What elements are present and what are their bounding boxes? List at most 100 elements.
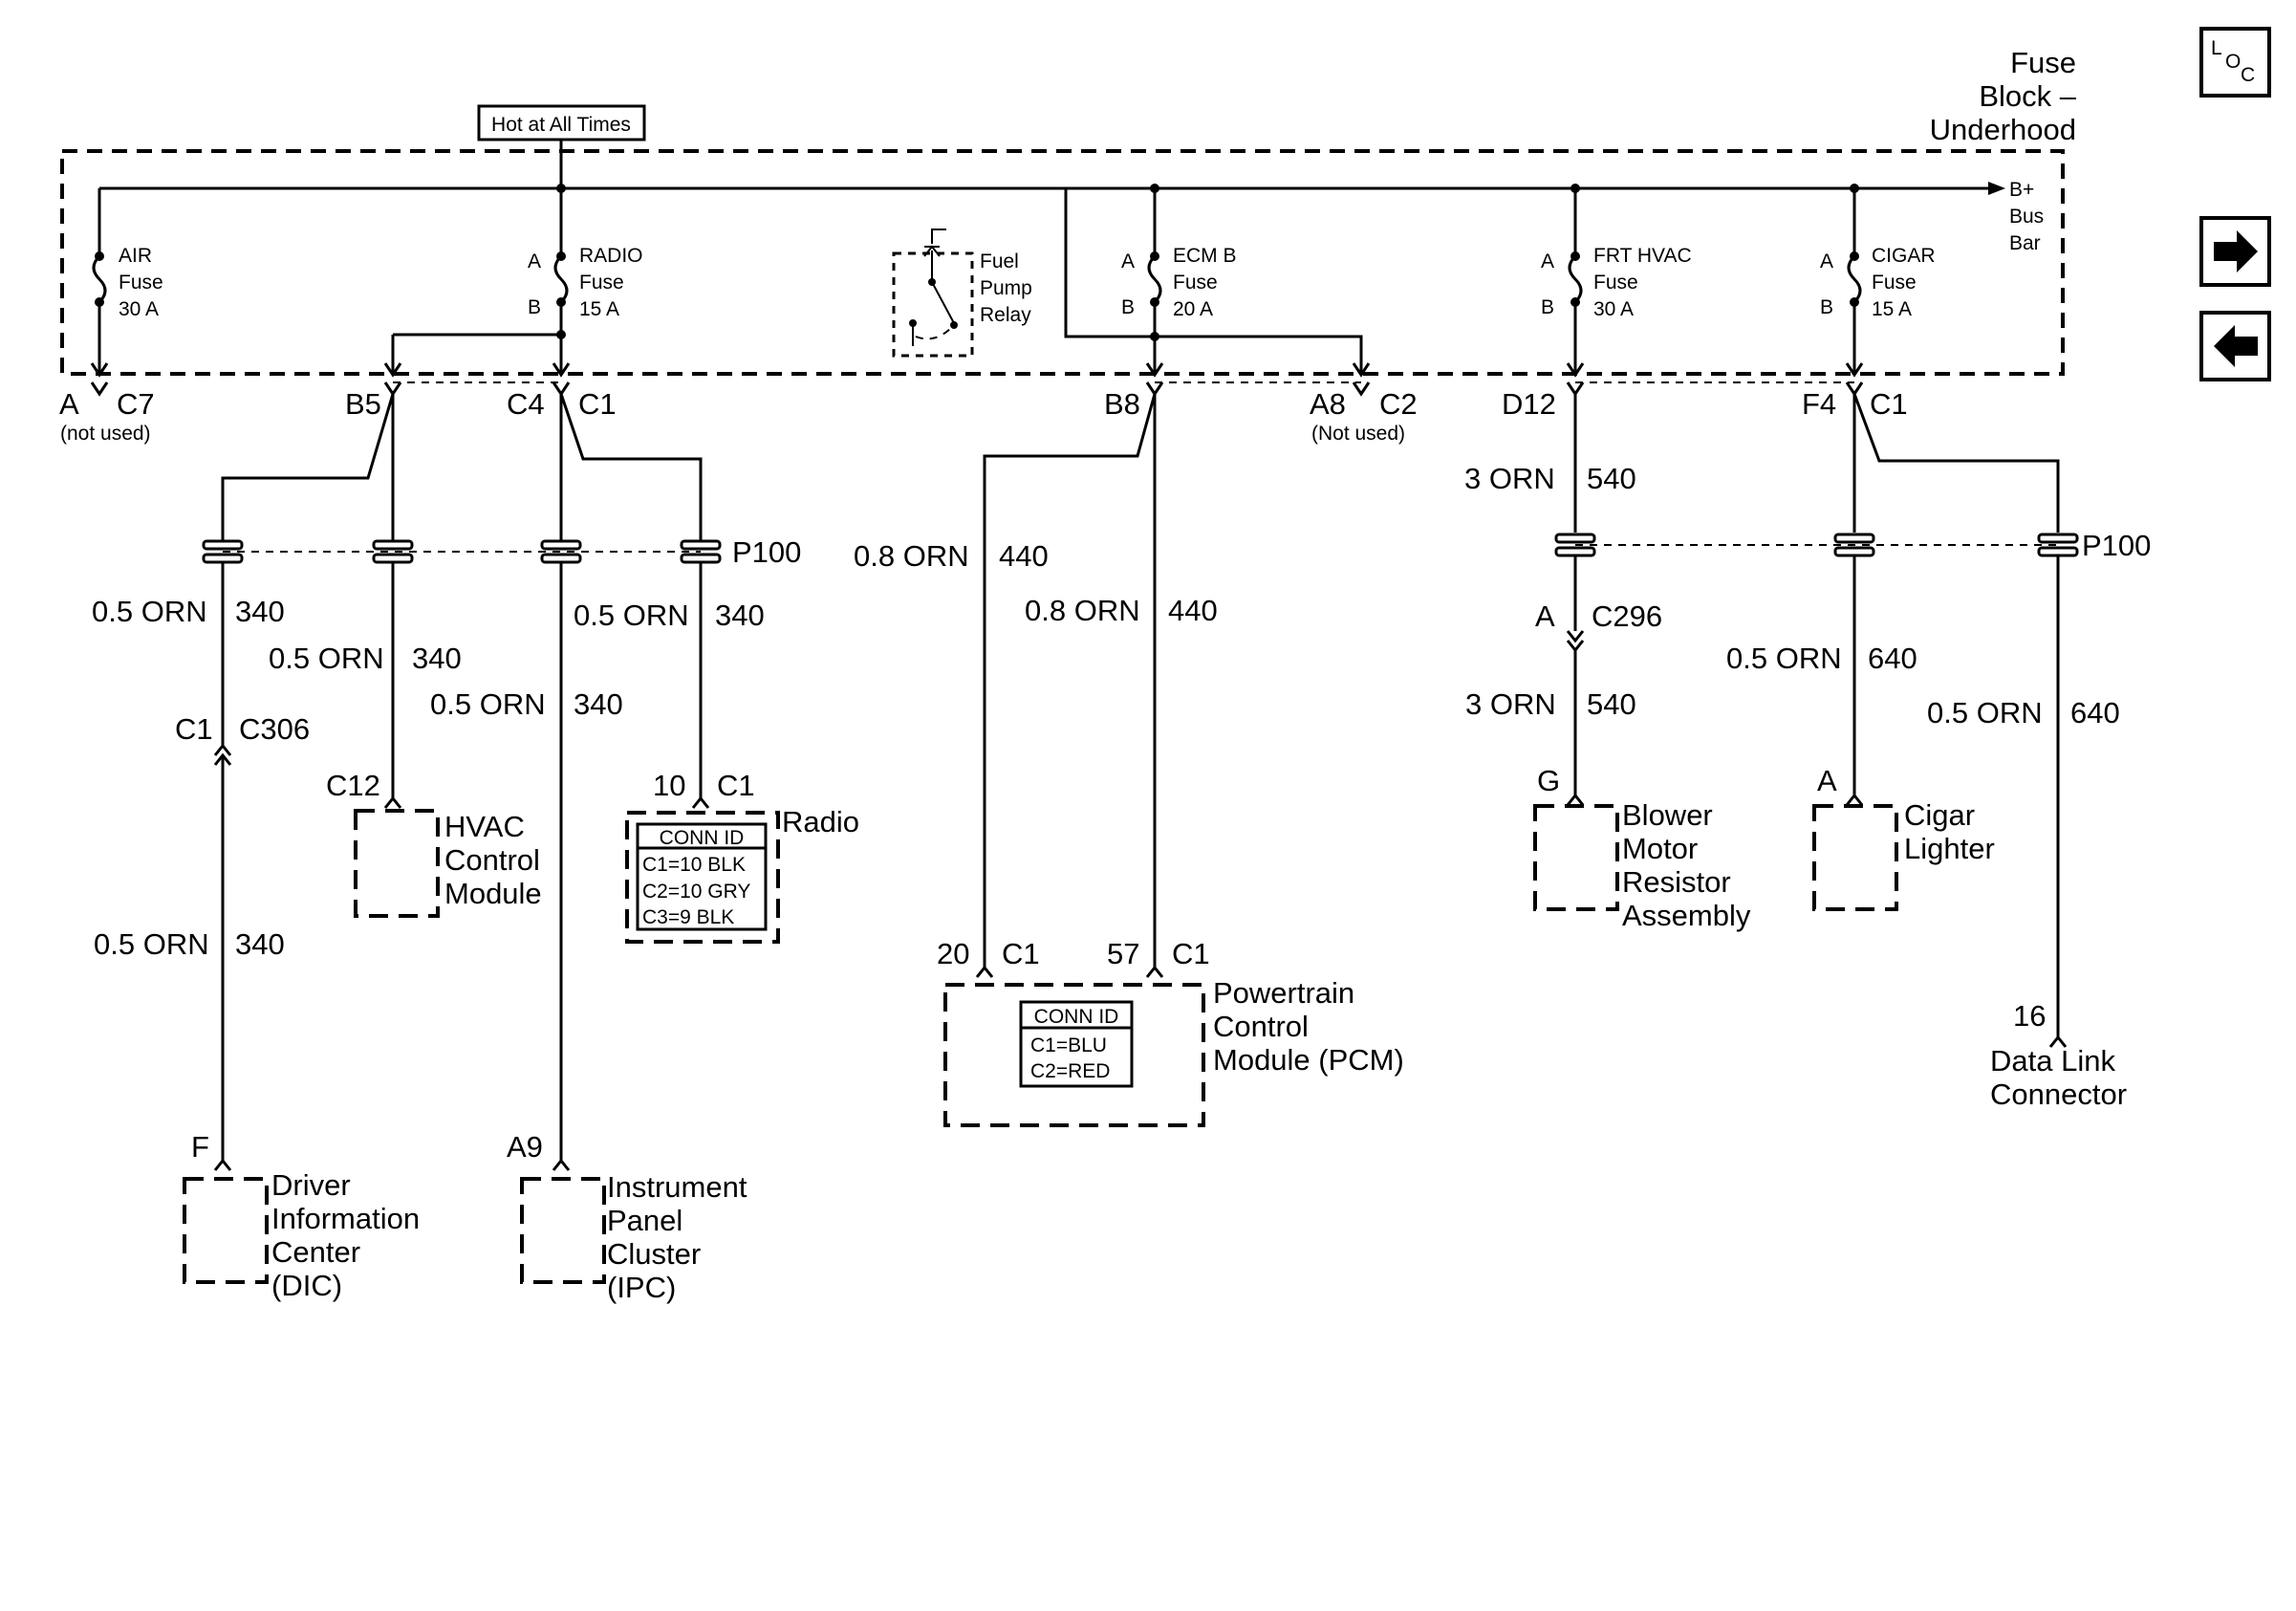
radio-conn-id-table	[636, 822, 768, 931]
pcm-conn-id-table	[1019, 1000, 1134, 1088]
blower-wire-circuit-upper: 540	[1587, 462, 1636, 495]
connector-c4-pin: C4	[507, 387, 545, 421]
cigar-label-line-1: Cigar	[1904, 798, 1975, 832]
radio-wire-size: 0.5 ORN	[574, 599, 689, 632]
splice-pack-p100-left	[202, 539, 722, 564]
fuse-block-outline	[60, 149, 2065, 376]
radio-conn-id-3: C3=9 BLK	[642, 906, 734, 928]
ipc-wire-size: 0.5 ORN	[430, 687, 546, 721]
ecm-b-fuse-name: ECM B	[1173, 245, 1237, 267]
cigar-label-line-2: Lighter	[1904, 832, 1995, 865]
blower-wire-circuit-lower: 540	[1587, 687, 1636, 721]
connector-c4-symbol	[552, 381, 571, 397]
frt-hvac-fuse: A B FRT HVAC Fuse 30 A	[1541, 184, 1692, 378]
dic-wire-size-upper: 0.5 ORN	[92, 595, 207, 628]
radio-conn-id-1: C1=10 BLK	[642, 854, 746, 876]
ipc-module-box	[520, 1177, 606, 1284]
blower-wire-size-upper: 3 ORN	[1464, 462, 1555, 495]
hvac-label-line-2: Control	[444, 843, 540, 877]
cigar-fuse: A B CIGAR Fuse 15 A	[1820, 184, 1936, 378]
loc-letter-o: O	[2225, 51, 2241, 73]
ecm-b-fuse-pin-a: A	[1121, 250, 1135, 272]
pcm-wire-circuit-1: 440	[999, 539, 1049, 573]
c306-pin: C1	[175, 712, 213, 746]
radio-fuse-circuits: P100 0.5 ORN 340 C1 C306 0.5 ORN 340 F D…	[92, 393, 859, 1304]
connector-a8-pin: A8	[1310, 387, 1346, 421]
relay-label-line-2: Pump	[980, 277, 1032, 299]
pcm-wire-size-2: 0.8 ORN	[1025, 594, 1140, 627]
loc-letter-l: L	[2211, 37, 2222, 59]
air-fuse-rating: 30 A	[119, 298, 159, 320]
radio-fuse-name: RADIO	[579, 245, 643, 267]
previous-page-button[interactable]	[2199, 311, 2271, 381]
blower-label-line-3: Resistor	[1622, 865, 1731, 899]
fuse-block-connectors: A C7 (not used) B5 C4 C1 B8 A8 C2 (Not u…	[59, 381, 1908, 445]
connector-b8-symbol	[1145, 381, 1164, 397]
radio-label: Radio	[782, 805, 859, 838]
ipc-wire-circuit: 340	[574, 687, 623, 721]
dic-label-line-3: Center	[271, 1235, 360, 1269]
air-fuse-name: AIR	[119, 245, 152, 267]
bus-bar-label-line-1: B+	[2009, 179, 2034, 201]
cigar-fuse-pin-b: B	[1820, 296, 1833, 318]
dic-pin: F	[191, 1130, 209, 1164]
dlc-label-line-2: Connector	[1990, 1078, 2127, 1111]
cigar-wire-size: 0.5 ORN	[1726, 642, 1842, 675]
dic-label-line-1: Driver	[271, 1168, 351, 1202]
frt-hvac-fuse-pin-b: B	[1541, 296, 1554, 318]
connector-f4-symbol	[1845, 381, 1864, 397]
blower-pin: G	[1537, 764, 1560, 797]
radio-conn-id-title: CONN ID	[660, 827, 745, 849]
radio-pin: 10	[653, 769, 685, 802]
c296-pin: A	[1535, 599, 1555, 633]
radio-conn: C1	[717, 769, 755, 802]
pcm-label-line-1: Powertrain	[1213, 976, 1354, 1010]
ipc-label-line-4: (IPC)	[607, 1271, 676, 1304]
location-button[interactable]: L O C	[2199, 27, 2271, 98]
next-page-button[interactable]	[2199, 216, 2271, 287]
ipc-label-line-2: Panel	[607, 1204, 682, 1237]
frt-hvac-fuse-label: Fuse	[1593, 272, 1638, 294]
relay-label-line-3: Relay	[980, 304, 1031, 326]
ipc-label-line-1: Instrument	[607, 1170, 747, 1204]
pcm-wire-size-1: 0.8 ORN	[854, 539, 969, 573]
radio-fuse: A B RADIO Fuse 15 A	[383, 188, 643, 378]
fuel-pump-relay: Fuel Pump Relay	[892, 188, 1371, 378]
ecm-b-fuse-label: Fuse	[1173, 272, 1218, 294]
c306-name: C306	[239, 712, 310, 746]
radio-fuse-rating: 15 A	[579, 298, 619, 320]
pcm-pin-1: 20	[937, 937, 969, 970]
pcm-conn-1: C1	[1002, 937, 1040, 970]
pcm-label-line-2: Control	[1213, 1010, 1309, 1043]
air-fuse: AIR Fuse 30 A	[90, 188, 163, 378]
frt-hvac-fuse-rating: 30 A	[1593, 298, 1634, 320]
connector-f4-pin: F4	[1802, 387, 1836, 421]
connector-b5-pin: B5	[345, 387, 381, 421]
pcm-label-line-3: Module (PCM)	[1213, 1043, 1404, 1077]
c296-name: C296	[1592, 599, 1662, 633]
ecm-b-fuse-pin-b: B	[1121, 296, 1135, 318]
pcm-conn-id-title: CONN ID	[1034, 1006, 1119, 1028]
radio-fuse-pin-b: B	[528, 296, 541, 318]
hvac-label-line-1: HVAC	[444, 810, 525, 843]
ipc-pin: A9	[507, 1130, 543, 1164]
p100-label-left: P100	[732, 535, 801, 569]
connector-d12-symbol	[1566, 381, 1585, 397]
radio-module-box	[625, 811, 780, 944]
connector-b5-symbol	[383, 381, 402, 397]
left-arrow-icon	[2214, 325, 2258, 367]
hvac-label-line-3: Module	[444, 877, 542, 910]
bus-bar-arrow-icon	[1988, 182, 2005, 195]
connector-d12-pin: D12	[1502, 387, 1556, 421]
p100-label-right: P100	[2082, 529, 2151, 562]
relay-label-line-1: Fuel	[980, 250, 1019, 272]
radio-wire-circuit: 340	[715, 599, 765, 632]
dlc-label-line-1: Data Link	[1990, 1044, 2115, 1078]
dlc-wire-circuit: 640	[2070, 696, 2120, 729]
blower-label-line-1: Blower	[1622, 798, 1713, 832]
loc-letter-c: C	[2241, 64, 2255, 86]
pcm-module-box	[943, 983, 1205, 1127]
cigar-fuse-pin-a: A	[1820, 250, 1833, 272]
connector-a-c7-note: (not used)	[60, 423, 151, 445]
